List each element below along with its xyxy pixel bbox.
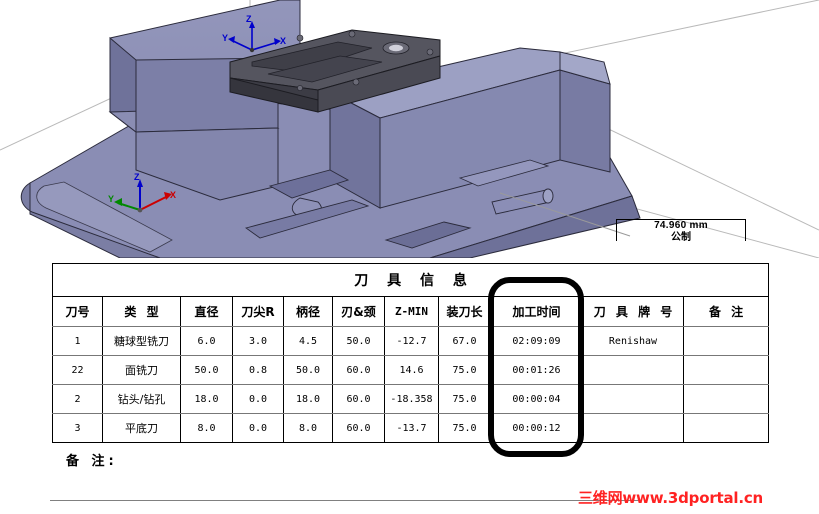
cell-shank-diameter: 18.0 <box>283 384 333 414</box>
cell-remark <box>682 326 770 356</box>
header-holder-length: 装刀长 <box>438 296 491 327</box>
cell-tip-radius: 0.0 <box>232 384 284 414</box>
table-title-row: 刀 具 信 息 <box>51 263 770 297</box>
cad-model-svg: Z Y X Z Y X <box>0 0 819 258</box>
tool-information-sheet: 刀 具 信 息 刀号 类 型 直径 刀尖R 柄径 刃&颈 Z-MIN 装刀长 加… <box>51 263 770 443</box>
header-tip-radius: 刀尖R <box>232 296 284 327</box>
cell-z-min: -13.7 <box>384 413 439 443</box>
cell-z-min: 14.6 <box>384 355 439 385</box>
dimension-leader-line <box>499 192 631 237</box>
cell-shank-diameter: 4.5 <box>283 326 333 356</box>
header-tool-no: 刀号 <box>52 296 103 327</box>
world-coordinate-triad: Z Y X <box>108 172 176 213</box>
machined-part <box>229 29 441 113</box>
cell-type: 面铣刀 <box>102 355 181 385</box>
cell-tool-brand <box>582 413 684 443</box>
cell-remark <box>682 355 770 385</box>
dimension-line <box>616 219 746 220</box>
cell-diameter: 50.0 <box>180 355 233 385</box>
cell-holder-length: 75.0 <box>438 355 491 385</box>
cell-tip-radius: 3.0 <box>232 326 284 356</box>
cell-tool-no: 3 <box>52 413 103 443</box>
cell-shank-diameter: 8.0 <box>283 413 333 443</box>
header-shank-diameter: 柄径 <box>283 296 333 327</box>
triad-y-label: Y <box>108 194 114 204</box>
table-row: 3 平底刀 8.0 0.0 8.0 60.0 -13.7 75.0 00:00:… <box>52 413 770 443</box>
cell-tool-no: 1 <box>52 326 103 356</box>
table-title: 刀 具 信 息 <box>51 263 770 297</box>
part-triad-z-label: Z <box>246 14 252 24</box>
cell-flute-neck: 60.0 <box>332 384 385 414</box>
dimension-tick-right <box>745 219 746 241</box>
header-type: 类 型 <box>102 296 181 327</box>
header-tool-brand: 刀 具 牌 号 <box>582 296 684 327</box>
table-row: 2 钻头/钻孔 18.0 0.0 18.0 60.0 -18.358 75.0 … <box>52 384 770 414</box>
part-triad-x-label: X <box>280 36 286 46</box>
cell-tool-brand: Renishaw <box>582 326 684 356</box>
cell-tip-radius: 0.8 <box>232 355 284 385</box>
cell-z-min: -12.7 <box>384 326 439 356</box>
part-triad-y-label: Y <box>222 33 228 43</box>
cell-holder-length: 67.0 <box>438 326 491 356</box>
base-slots <box>244 169 472 249</box>
cell-tool-brand <box>582 355 684 385</box>
tool-information-table: 刀 具 信 息 刀号 类 型 直径 刀尖R 柄径 刃&颈 Z-MIN 装刀长 加… <box>51 263 770 443</box>
handle-shaft <box>458 159 554 215</box>
movable-jaw <box>328 47 611 209</box>
site-watermark: 三维网www.3dportal.cn <box>578 489 764 507</box>
header-z-min: Z-MIN <box>384 296 439 327</box>
dimension-unit-label: 公制 <box>671 232 691 243</box>
cell-flute-neck: 60.0 <box>332 355 385 385</box>
cad-3d-viewport[interactable]: Z Y X Z Y X <box>0 0 819 258</box>
cell-type: 钻头/钻孔 <box>102 384 181 414</box>
cell-machine-time: 00:00:04 <box>490 384 583 414</box>
cell-z-min: -18.358 <box>384 384 439 414</box>
cell-remark <box>682 384 770 414</box>
cell-tool-no: 2 <box>52 384 103 414</box>
header-remark: 备 注 <box>682 296 770 327</box>
dimension-tick-left <box>616 219 617 241</box>
table-row: 1 糖球型铣刀 6.0 3.0 4.5 50.0 -12.7 67.0 02:0… <box>52 326 770 356</box>
cell-tool-brand <box>582 384 684 414</box>
triad-x-label: X <box>170 190 176 200</box>
cell-diameter: 6.0 <box>180 326 233 356</box>
header-diameter: 直径 <box>180 296 233 327</box>
cell-remark <box>682 413 770 443</box>
cell-tip-radius: 0.0 <box>232 413 284 443</box>
cell-tool-no: 22 <box>52 355 103 385</box>
cell-type: 糖球型铣刀 <box>102 326 181 356</box>
triad-z-label: Z <box>134 172 140 182</box>
cell-diameter: 18.0 <box>180 384 233 414</box>
cell-holder-length: 75.0 <box>438 413 491 443</box>
table-row: 22 面铣刀 50.0 0.8 50.0 60.0 14.6 75.0 00:0… <box>52 355 770 385</box>
header-flute-neck: 刃&颈 <box>332 296 385 327</box>
cell-machine-time: 00:00:12 <box>490 413 583 443</box>
cell-flute-neck: 50.0 <box>332 326 385 356</box>
dimension-callout: 74.960 mm 公制 <box>616 220 746 244</box>
dimension-value: 74.960 mm <box>654 220 708 231</box>
cell-shank-diameter: 50.0 <box>283 355 333 385</box>
header-machine-time: 加工时间 <box>490 296 583 327</box>
cell-type: 平底刀 <box>102 413 181 443</box>
cell-diameter: 8.0 <box>180 413 233 443</box>
cell-machine-time: 02:09:09 <box>490 326 583 356</box>
table-header-row: 刀号 类 型 直径 刀尖R 柄径 刃&颈 Z-MIN 装刀长 加工时间 刀 具 … <box>52 296 770 327</box>
remark-label: 备 注: <box>66 454 118 469</box>
cell-flute-neck: 60.0 <box>332 413 385 443</box>
cell-holder-length: 75.0 <box>438 384 491 414</box>
cell-machine-time: 00:01:26 <box>490 355 583 385</box>
footer-divider <box>50 500 640 501</box>
part-coordinate-triad: Z Y X <box>222 14 286 53</box>
